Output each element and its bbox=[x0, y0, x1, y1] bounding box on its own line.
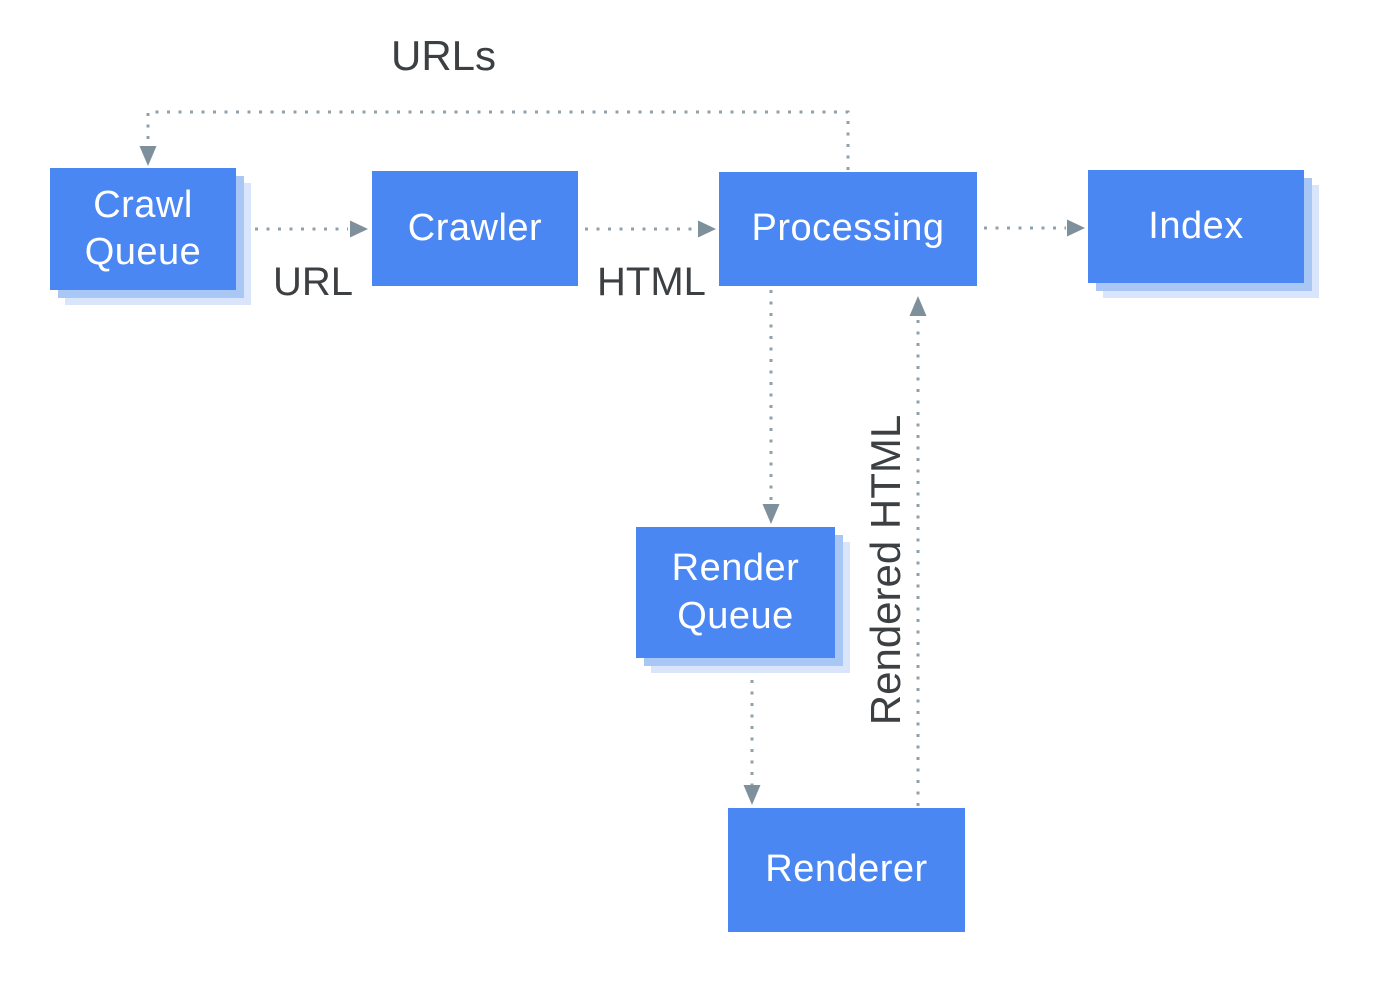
edge-label-html: HTML bbox=[597, 260, 706, 304]
node-render-queue: Render Queue bbox=[636, 527, 835, 658]
arrowhead-up-processing-icon bbox=[909, 296, 927, 316]
node-index-label: Index bbox=[1148, 204, 1244, 247]
node-processing-label: Processing bbox=[751, 207, 945, 250]
node-crawl-queue-label: Crawl Queue bbox=[84, 183, 202, 273]
node-index: Index bbox=[1088, 170, 1304, 283]
edge-label-urls: URLs bbox=[391, 32, 497, 79]
arrowhead-down-renderer-icon bbox=[743, 785, 761, 805]
arrowhead-down-render-queue-icon bbox=[762, 504, 780, 524]
arrowhead-right-processing-icon bbox=[698, 220, 716, 238]
node-crawler-label: Crawler bbox=[407, 206, 543, 249]
edge-label-url: URL bbox=[273, 260, 354, 304]
edge-processing-to-crawl-queue bbox=[146, 110, 850, 170]
node-processing: Processing bbox=[719, 172, 977, 286]
node-crawler: Crawler bbox=[372, 171, 578, 286]
node-crawl-queue: Crawl Queue bbox=[50, 168, 236, 290]
node-render-queue-label: Render Queue bbox=[671, 547, 800, 637]
node-renderer-label: Renderer bbox=[765, 848, 928, 891]
arrowhead-down-crawl-queue-icon bbox=[139, 146, 157, 166]
arrowhead-right-crawler-icon bbox=[350, 220, 368, 238]
node-renderer: Renderer bbox=[728, 808, 965, 932]
edge-label-rendered-html: Rendered HTML bbox=[862, 414, 909, 726]
arrowhead-right-index-icon bbox=[1067, 219, 1085, 237]
